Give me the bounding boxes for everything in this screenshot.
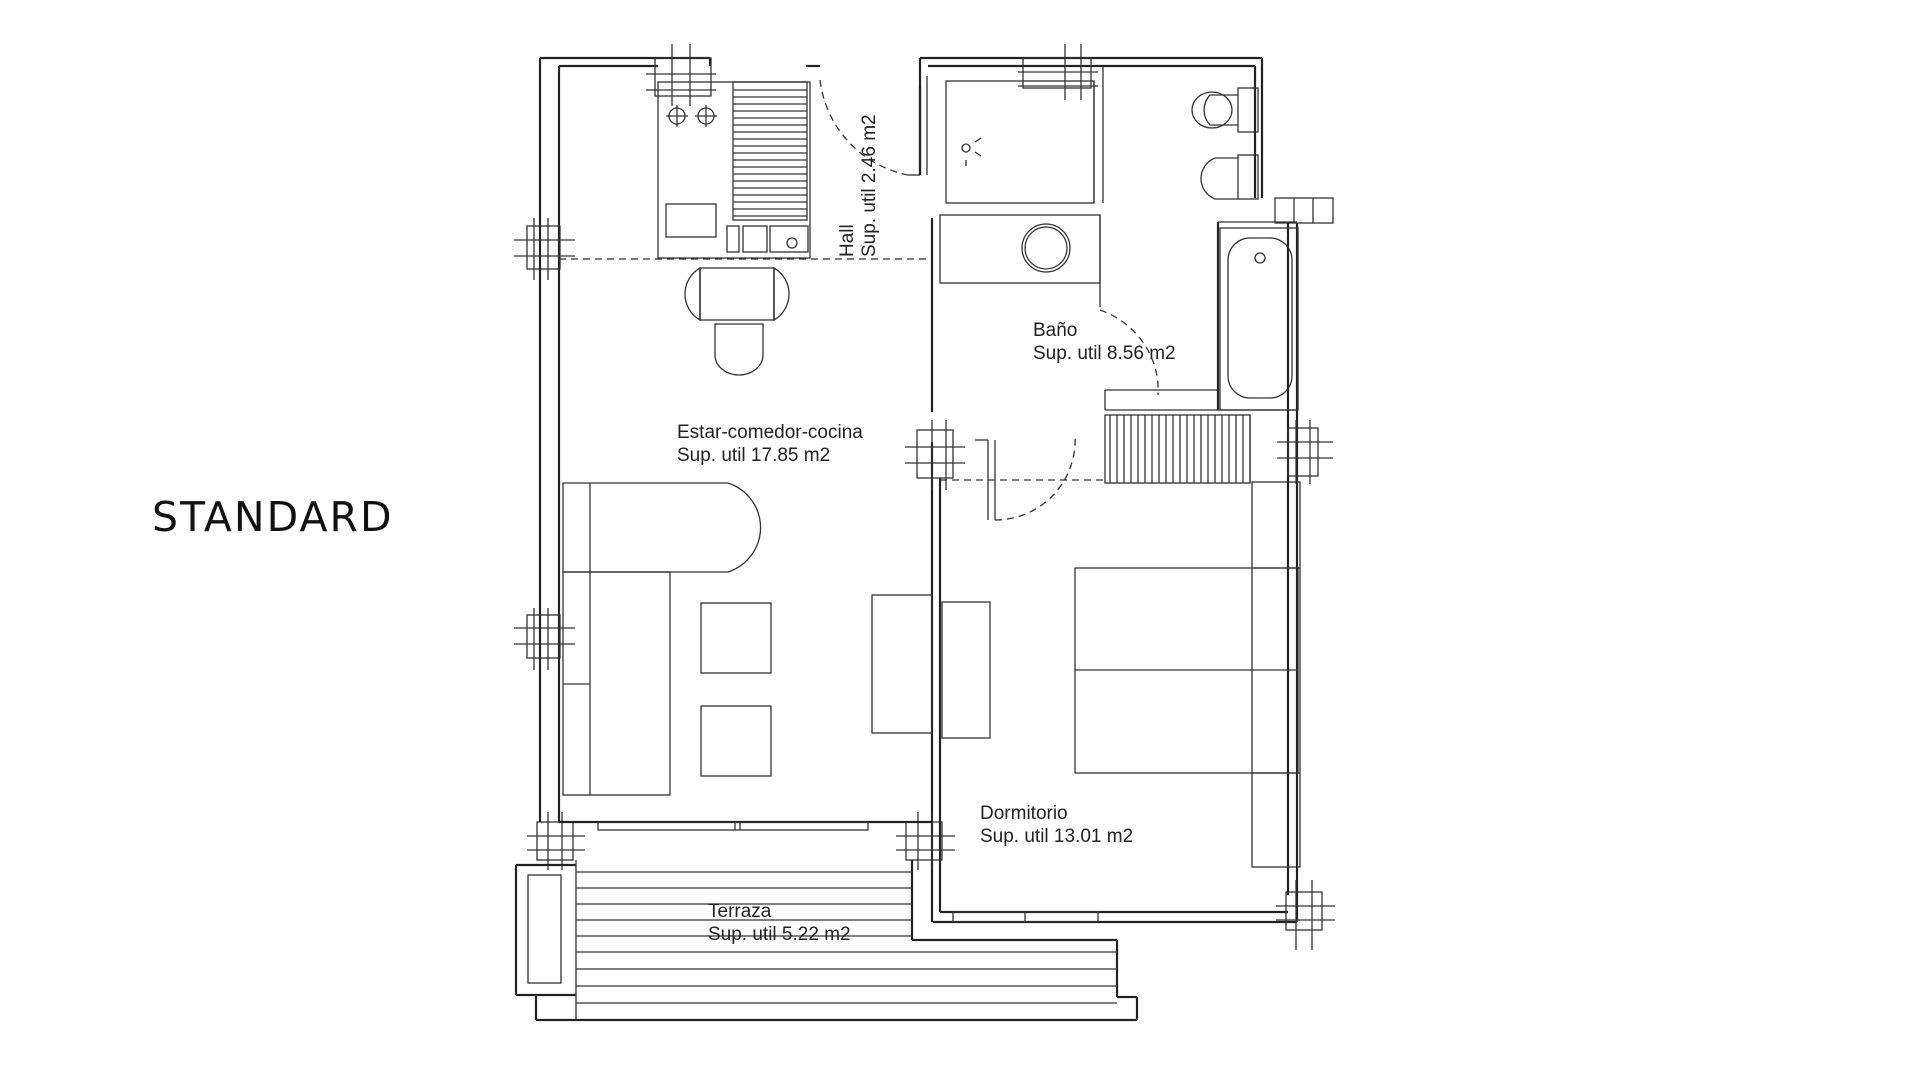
plan-title: STANDARD bbox=[152, 493, 394, 541]
bano-name: Baño bbox=[1033, 320, 1077, 341]
terraza-area: Sup. util 5.22 m2 bbox=[708, 924, 851, 945]
column-markers bbox=[514, 44, 1335, 950]
terrace-door bbox=[559, 820, 932, 831]
dining-table bbox=[684, 266, 790, 376]
terraza-name: Terraza bbox=[708, 901, 772, 922]
exterior-walls bbox=[538, 56, 1334, 924]
toilet-icon bbox=[1191, 87, 1259, 133]
shower-icon bbox=[961, 137, 982, 166]
bano-area: Sup. util 8.56 m2 bbox=[1033, 343, 1176, 364]
estar-area: Sup. util 17.85 m2 bbox=[677, 445, 830, 466]
kitchen-units bbox=[657, 81, 811, 259]
dormitorio-name: Dormitorio bbox=[980, 803, 1068, 824]
hob-icon bbox=[666, 105, 717, 127]
hall-entry-door bbox=[559, 76, 932, 260]
terrace bbox=[514, 860, 1139, 1022]
bidet-icon bbox=[1200, 154, 1259, 200]
estar-name: Estar-comedor-cocina bbox=[677, 422, 863, 443]
room-label-hall: Hall Sup. util 2.46 m2 bbox=[837, 114, 880, 257]
hall-name: Hall bbox=[837, 224, 858, 257]
dormitorio-area: Sup. util 13.01 m2 bbox=[980, 826, 1133, 847]
living-furniture bbox=[562, 482, 933, 796]
hall-area: Sup. util 2.46 m2 bbox=[859, 114, 880, 257]
bedroom-furniture bbox=[940, 414, 1301, 868]
bathroom-fixtures bbox=[939, 66, 1299, 411]
